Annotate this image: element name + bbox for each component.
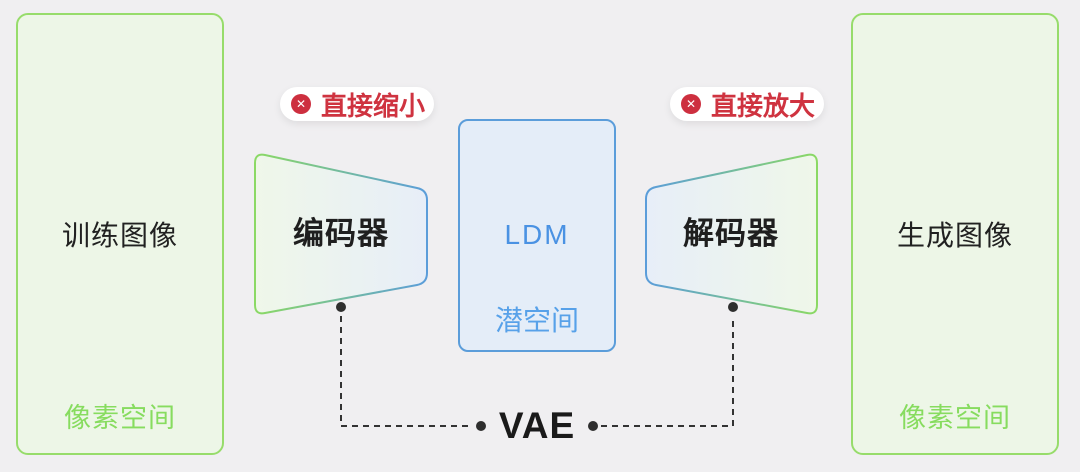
connector-dot-encoder: [336, 302, 346, 312]
pixel-space-right-label: 像素空间: [899, 403, 1011, 433]
pixel-space-left-panel: 训练图像 像素空间: [16, 13, 224, 455]
vae-label: VAE: [498, 405, 576, 446]
ldm-label: LDM: [504, 219, 570, 250]
x-circle-icon: ✕: [291, 94, 311, 114]
connector-line-right: [601, 316, 734, 427]
badge-direct-downscale-text: 直接缩小: [321, 90, 426, 121]
badge-direct-downscale: ✕ 直接缩小: [280, 87, 435, 121]
encoder-label: 编码器: [293, 216, 389, 251]
decoder-label: 解码器: [683, 216, 779, 251]
latent-space-label: 潜空间: [494, 305, 579, 336]
x-circle-icon: ✕: [681, 94, 701, 114]
badge-direct-upscale: ✕ 直接放大: [670, 87, 825, 121]
pixel-space-right-panel: 生成图像 像素空间: [851, 13, 1059, 455]
generated-image-label: 生成图像: [896, 220, 1013, 251]
badge-direct-upscale-text: 直接放大: [711, 90, 816, 121]
training-image-label: 训练图像: [61, 220, 178, 251]
connector-dot-decoder: [728, 302, 738, 312]
connector-line-left: [340, 316, 473, 427]
pixel-space-left-label: 像素空间: [64, 403, 176, 433]
latent-space-box: LDM 潜空间: [458, 119, 616, 352]
